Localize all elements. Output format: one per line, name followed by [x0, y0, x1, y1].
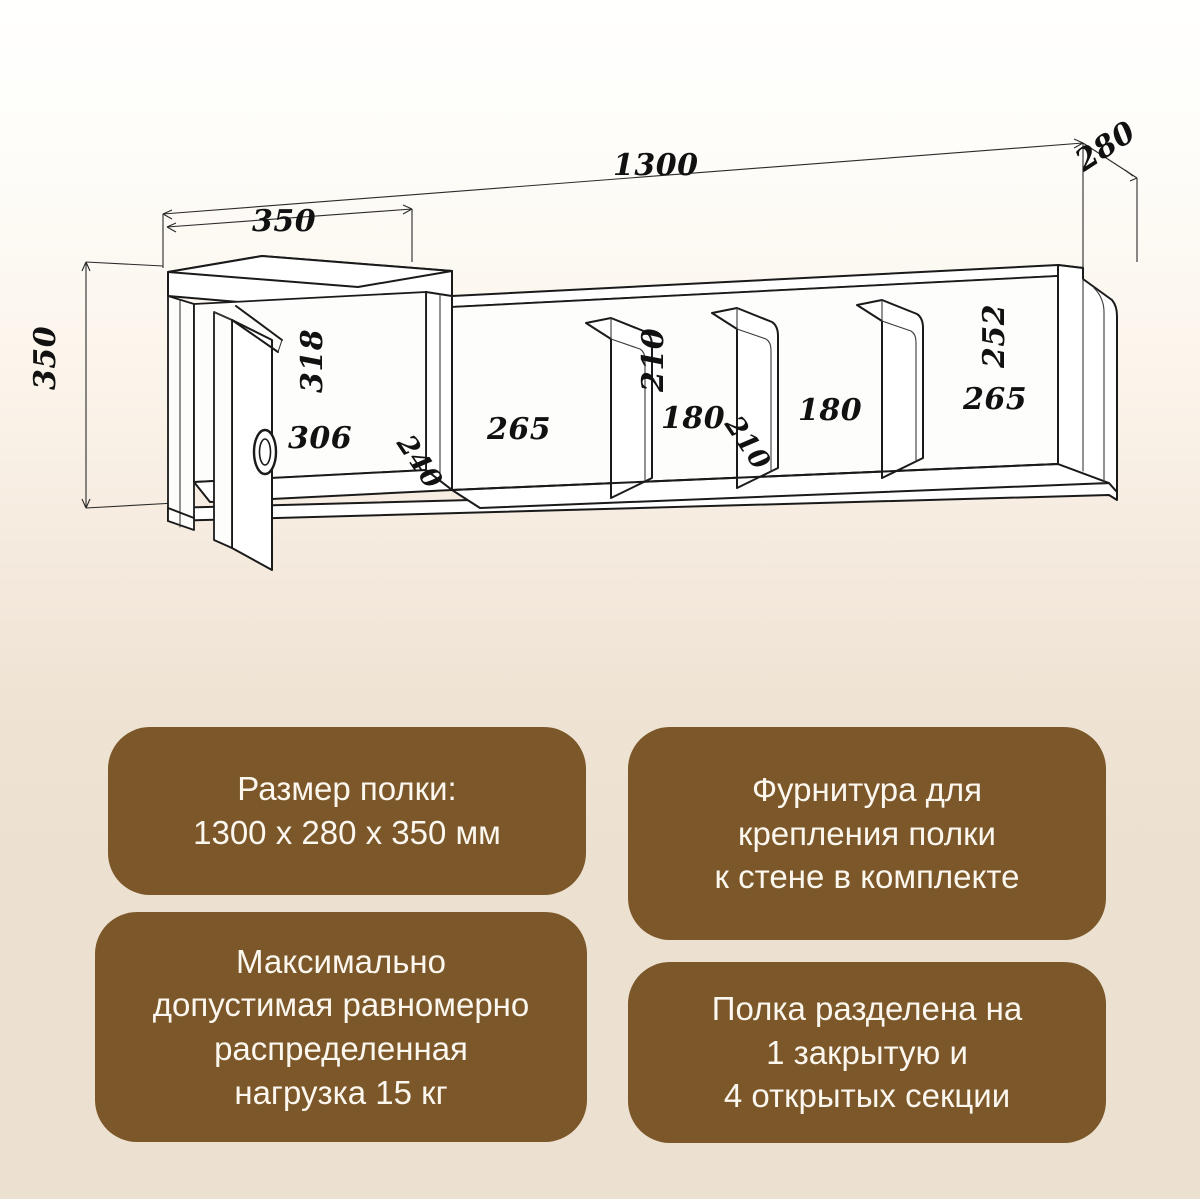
wall-mount-hardware-text: Фурнитура для крепления полки к стене в …	[714, 771, 1020, 896]
dim-label-318: 318	[295, 329, 330, 393]
info-box-shelf-size: Размер полки: 1300 x 280 x 350 мм	[108, 727, 586, 895]
section-count-text: Полка разделена на 1 закрытую и 4 открыт…	[711, 990, 1023, 1115]
dim-label-350-width: 350	[252, 204, 316, 239]
feature-callouts: Размер полки: 1300 x 280 x 350 мм Фурнит…	[0, 700, 1200, 1199]
door-handle-inner-icon	[258, 438, 272, 466]
shelf-body	[167, 255, 1118, 571]
dim-label-1300: 1300	[613, 148, 699, 183]
shelf-isometric-drawing: 1300 280 350 350 318 306 240 265 180 210…	[28, 114, 1142, 571]
info-box-wall-mount-hardware: Фурнитура для крепления полки к стене в …	[628, 727, 1106, 940]
dim-label-265-left: 265	[486, 412, 551, 447]
dim-label-210-height: 210	[636, 328, 671, 393]
dim-label-306: 306	[288, 421, 352, 456]
shelf-size-text: Размер полки: 1300 x 280 x 350 мм	[193, 770, 501, 851]
dim-label-280: 280	[1068, 114, 1142, 179]
info-box-section-count: Полка разделена на 1 закрытую и 4 открыт…	[628, 962, 1106, 1143]
dim-label-350-height: 350	[28, 326, 63, 390]
info-box-max-load: Максимально допустимая равномерно распре…	[95, 912, 587, 1142]
dim-label-180-left: 180	[661, 401, 725, 436]
technical-drawing: 1300 280 350 350 318 306 240 265 180 210…	[28, 114, 1142, 571]
dim-label-265-right: 265	[962, 382, 1027, 417]
dim-label-252: 252	[977, 304, 1012, 369]
dim-label-180-right: 180	[798, 393, 862, 428]
max-load-text: Максимально допустимая равномерно распре…	[152, 942, 530, 1111]
